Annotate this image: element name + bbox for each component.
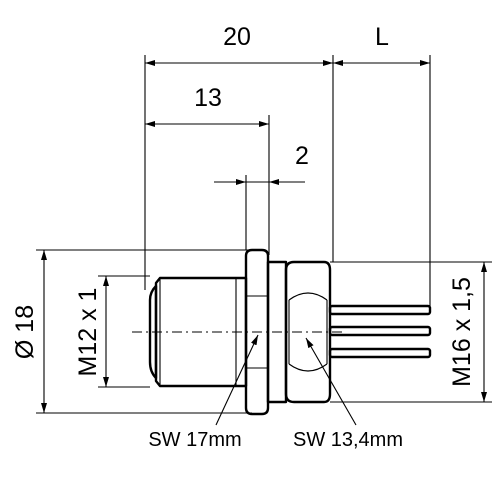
nut-facet-bottom [288, 363, 328, 372]
label-wrench-rear: SW 13,4mm [293, 429, 403, 451]
dim-outer-diameter: Ø 18 [11, 305, 39, 359]
top-dimensions: 20 L 13 2 [144, 23, 431, 308]
leader-wrench-rear [305, 337, 357, 426]
pin-3 [328, 347, 432, 359]
connector-body [132, 248, 432, 416]
flange-hex [244, 248, 270, 416]
right-dimensions: M16 x 1,5 [330, 261, 492, 403]
leader-wrench-front [215, 334, 259, 426]
pin-2 [328, 325, 432, 337]
label-wrench-front: SW 17mm [148, 429, 241, 451]
dim-flange-thickness: 2 [295, 142, 309, 170]
left-dimensions: Ø 18 M12 x 1 [11, 249, 252, 414]
dim-overall-width: 20 [223, 23, 251, 51]
dim-length: L [375, 23, 389, 51]
callouts: SW 17mm SW 13,4mm [148, 334, 403, 451]
dim-front-thread: M12 x 1 [74, 288, 102, 377]
dim-body-length: 13 [194, 84, 222, 112]
rear-nut [284, 260, 332, 404]
nut-facet-top [288, 292, 328, 301]
dim-rear-thread: M16 x 1,5 [448, 277, 476, 387]
washer [266, 260, 288, 404]
pin-1 [328, 304, 432, 316]
